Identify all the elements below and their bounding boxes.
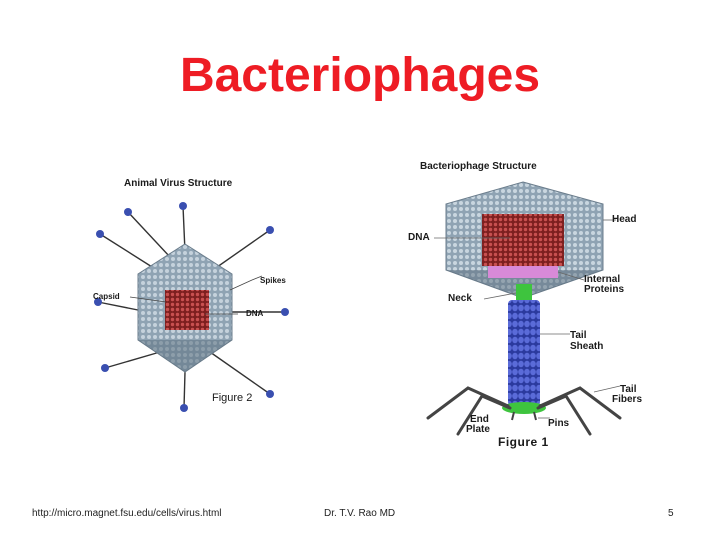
label-capsid: Capsid [93, 292, 120, 301]
phage-neck [516, 284, 532, 300]
footer-author: Dr. T.V. Rao MD [324, 508, 395, 519]
label-end-plate-2: Plate [466, 424, 490, 435]
slide-title: Bacteriophages [0, 48, 720, 103]
figure-1-caption: Figure 1 [498, 435, 549, 449]
phage-illustration [398, 152, 688, 454]
page-number: 5 [668, 508, 674, 519]
label-tail-sheath-1: Tail [570, 330, 586, 341]
label-tail-fibers-2: Fibers [612, 394, 642, 405]
label-dna-animal: DNA [246, 309, 263, 318]
label-neck: Neck [448, 293, 472, 304]
dna-core [165, 290, 209, 330]
tail-sheath [508, 300, 540, 406]
label-dna-phage: DNA [408, 232, 430, 243]
bacteriophage-figure: Bacteriophage Structure [398, 152, 688, 454]
internal-proteins [488, 266, 558, 278]
label-head: Head [612, 214, 636, 225]
phage-dna [482, 214, 564, 266]
label-tail-sheath-2: Sheath [570, 341, 603, 352]
animal-virus-figure: Animal Virus Structure [80, 172, 300, 417]
label-internal-proteins-2: Proteins [584, 284, 624, 295]
footer-url: http://micro.magnet.fsu.edu/cells/virus.… [32, 508, 222, 519]
label-spikes: Spikes [260, 276, 286, 285]
figure-2-caption: Figure 2 [212, 392, 252, 404]
label-pins: Pins [548, 418, 569, 429]
